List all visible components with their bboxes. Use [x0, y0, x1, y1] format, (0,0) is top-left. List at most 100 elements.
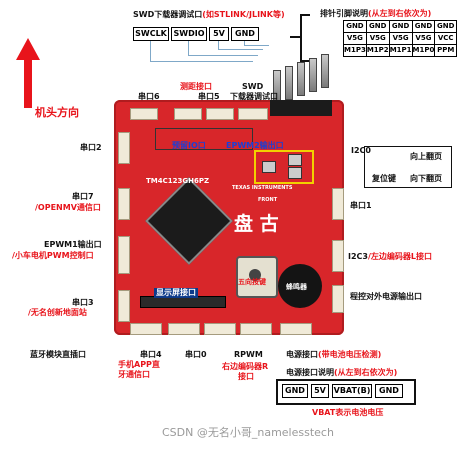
header-pin	[309, 58, 317, 92]
connector-uart6	[130, 108, 158, 120]
connector-bt	[130, 323, 162, 335]
swd-pin-swclk: SWCLK	[133, 27, 169, 41]
swd-title: SWD下载器调试口(如STLINK/JLINK等)	[133, 10, 285, 20]
label-prog-power: 程控对外电源输出口	[350, 292, 422, 301]
pin-cell: M1P3	[343, 44, 367, 57]
header-base	[270, 100, 332, 116]
swd-line-3	[218, 41, 219, 49]
label-reset-key: 复位键	[372, 174, 396, 183]
pin-header-row: M1P3 M1P2 M1P1 M1P0 PPM	[343, 44, 457, 57]
connector-uart2	[118, 132, 130, 164]
pin-cell: PPM	[434, 44, 457, 57]
page-up-button[interactable]	[288, 154, 302, 166]
label-i2c3-sub: /左边编码器L接口	[367, 252, 433, 261]
label-uart4: 串口4	[140, 350, 162, 359]
label-swd-small: SWD	[242, 82, 264, 91]
label-uart7: 串口7	[72, 192, 94, 201]
pangu-logo: FRONT 盘 古	[226, 195, 318, 239]
label-i2c0: I2C0	[351, 146, 371, 155]
label-test-port: 测距接口	[180, 82, 212, 91]
ti-brand: TEXAS INSTRUMENTS	[232, 185, 293, 191]
pin-cell: M1P2	[365, 44, 390, 57]
connector-uart1	[332, 188, 344, 220]
pin-cell: GND	[388, 20, 413, 33]
keys-box	[364, 146, 452, 188]
label-epwm1: EPWM1输出口	[44, 240, 102, 249]
label-i2c3: I2C3/左边编码器L接口	[348, 252, 432, 262]
connector-uart3	[118, 290, 130, 322]
label-uart6: 串口6	[138, 92, 160, 101]
power-pin-vbat: VBAT(B)	[332, 384, 372, 398]
header-pin	[297, 62, 305, 96]
pin-cell: V5G	[411, 32, 436, 45]
label-page-up: 向上翻页	[410, 152, 442, 161]
direction-label: 机头方向	[35, 106, 79, 119]
pin-cell: M1P1	[388, 44, 413, 57]
power-desc-suffix: (从左到右依次为)	[334, 368, 398, 377]
direction-arrow-icon	[16, 38, 40, 108]
power-pin-gnd1: GND	[282, 384, 308, 398]
swd-line-6	[188, 55, 258, 56]
label-swd-small2: 下载器调试口	[230, 92, 278, 101]
reset-button[interactable]	[262, 161, 276, 173]
label-epwm2: EPWM2输出口	[226, 141, 284, 150]
swd-line-7	[218, 49, 263, 50]
pin-header-title-prefix: 排针引脚说明	[320, 9, 368, 18]
label-page-down: 向下翻页	[410, 174, 442, 183]
pin-cell: V5G	[388, 32, 413, 45]
pin-cell: VCC	[434, 32, 457, 45]
label-uart5: 串口5	[198, 92, 220, 101]
swd-pin-gnd: GND	[231, 27, 259, 41]
label-power-port-main: 电源接口	[286, 350, 318, 359]
swd-line-1	[150, 41, 151, 61]
swd-title-suffix: (如STLINK/JLINK等)	[202, 10, 285, 19]
power-desc-prefix: 电源接口说明	[286, 368, 334, 377]
label-uart0: 串口0	[185, 350, 207, 359]
label-uart2: 串口2	[80, 143, 102, 152]
label-display: 显示屏接口	[154, 288, 198, 298]
swd-line-4	[244, 41, 245, 45]
watermark: CSDN @无名小哥_namelesstech	[162, 426, 334, 439]
label-app-port: 手机APP直	[118, 360, 160, 369]
pin-cell: M1P0	[411, 44, 436, 57]
pin-cell: GND	[343, 20, 367, 33]
swd-line-8	[244, 45, 269, 46]
label-uart3-sub: /无名创新地面站	[28, 308, 87, 317]
connector-power	[280, 323, 312, 335]
reserved-io-highlight	[155, 128, 253, 150]
swd-pin-swdio: SWDIO	[171, 27, 207, 41]
power-pins-frame	[276, 379, 416, 405]
swd-line-5	[150, 61, 253, 62]
label-reserved-io: 预留IO口	[172, 141, 206, 150]
connector-rpwm	[240, 323, 272, 335]
connector-uart5	[206, 108, 234, 120]
swd-title-prefix: SWD下载器调试口	[133, 10, 203, 19]
label-uart1: 串口1	[350, 201, 372, 210]
logo-text: 盘 古	[234, 213, 279, 235]
label-right-encoder2: 接口	[238, 372, 254, 381]
power-pin-gnd2: GND	[375, 384, 403, 398]
header-pin	[321, 54, 329, 88]
label-power-port: 电源接口(带电池电压检测)	[286, 350, 381, 360]
pin-header-bracket	[300, 14, 310, 62]
page-down-button[interactable]	[288, 167, 302, 179]
connector-uart7	[118, 188, 130, 220]
label-i2c3-main: I2C3	[348, 252, 368, 261]
vbat-note: VBAT表示电池电压	[312, 408, 384, 417]
header-pin	[285, 66, 293, 100]
label-bt-port: 蓝牙模块直插口	[30, 350, 86, 359]
buttons-highlight	[254, 150, 314, 184]
mcu-part-number: TM4C123GH6PZ	[146, 177, 210, 185]
pin-header-title: 排针引脚说明(从左到右依次为)	[320, 9, 431, 19]
label-right-encoder: 右边编码器R	[222, 362, 269, 371]
pin-cell: GND	[411, 20, 436, 33]
pin-header-row: V5G V5G V5G V5G VCC	[343, 32, 457, 45]
connector-swd	[238, 108, 268, 120]
label-buzzer: 蜂鸣器	[286, 283, 307, 291]
power-pin-5v: 5V	[311, 384, 329, 398]
connector-uart4	[168, 323, 200, 335]
pin-header-row: GND GND GND GND GND	[343, 20, 457, 33]
pin-header-table: GND GND GND GND GND V5G V5G V5G V5G VCC …	[343, 20, 457, 57]
swd-pin-5v: 5V	[209, 27, 229, 41]
label-rpwm: RPWM	[234, 350, 263, 359]
